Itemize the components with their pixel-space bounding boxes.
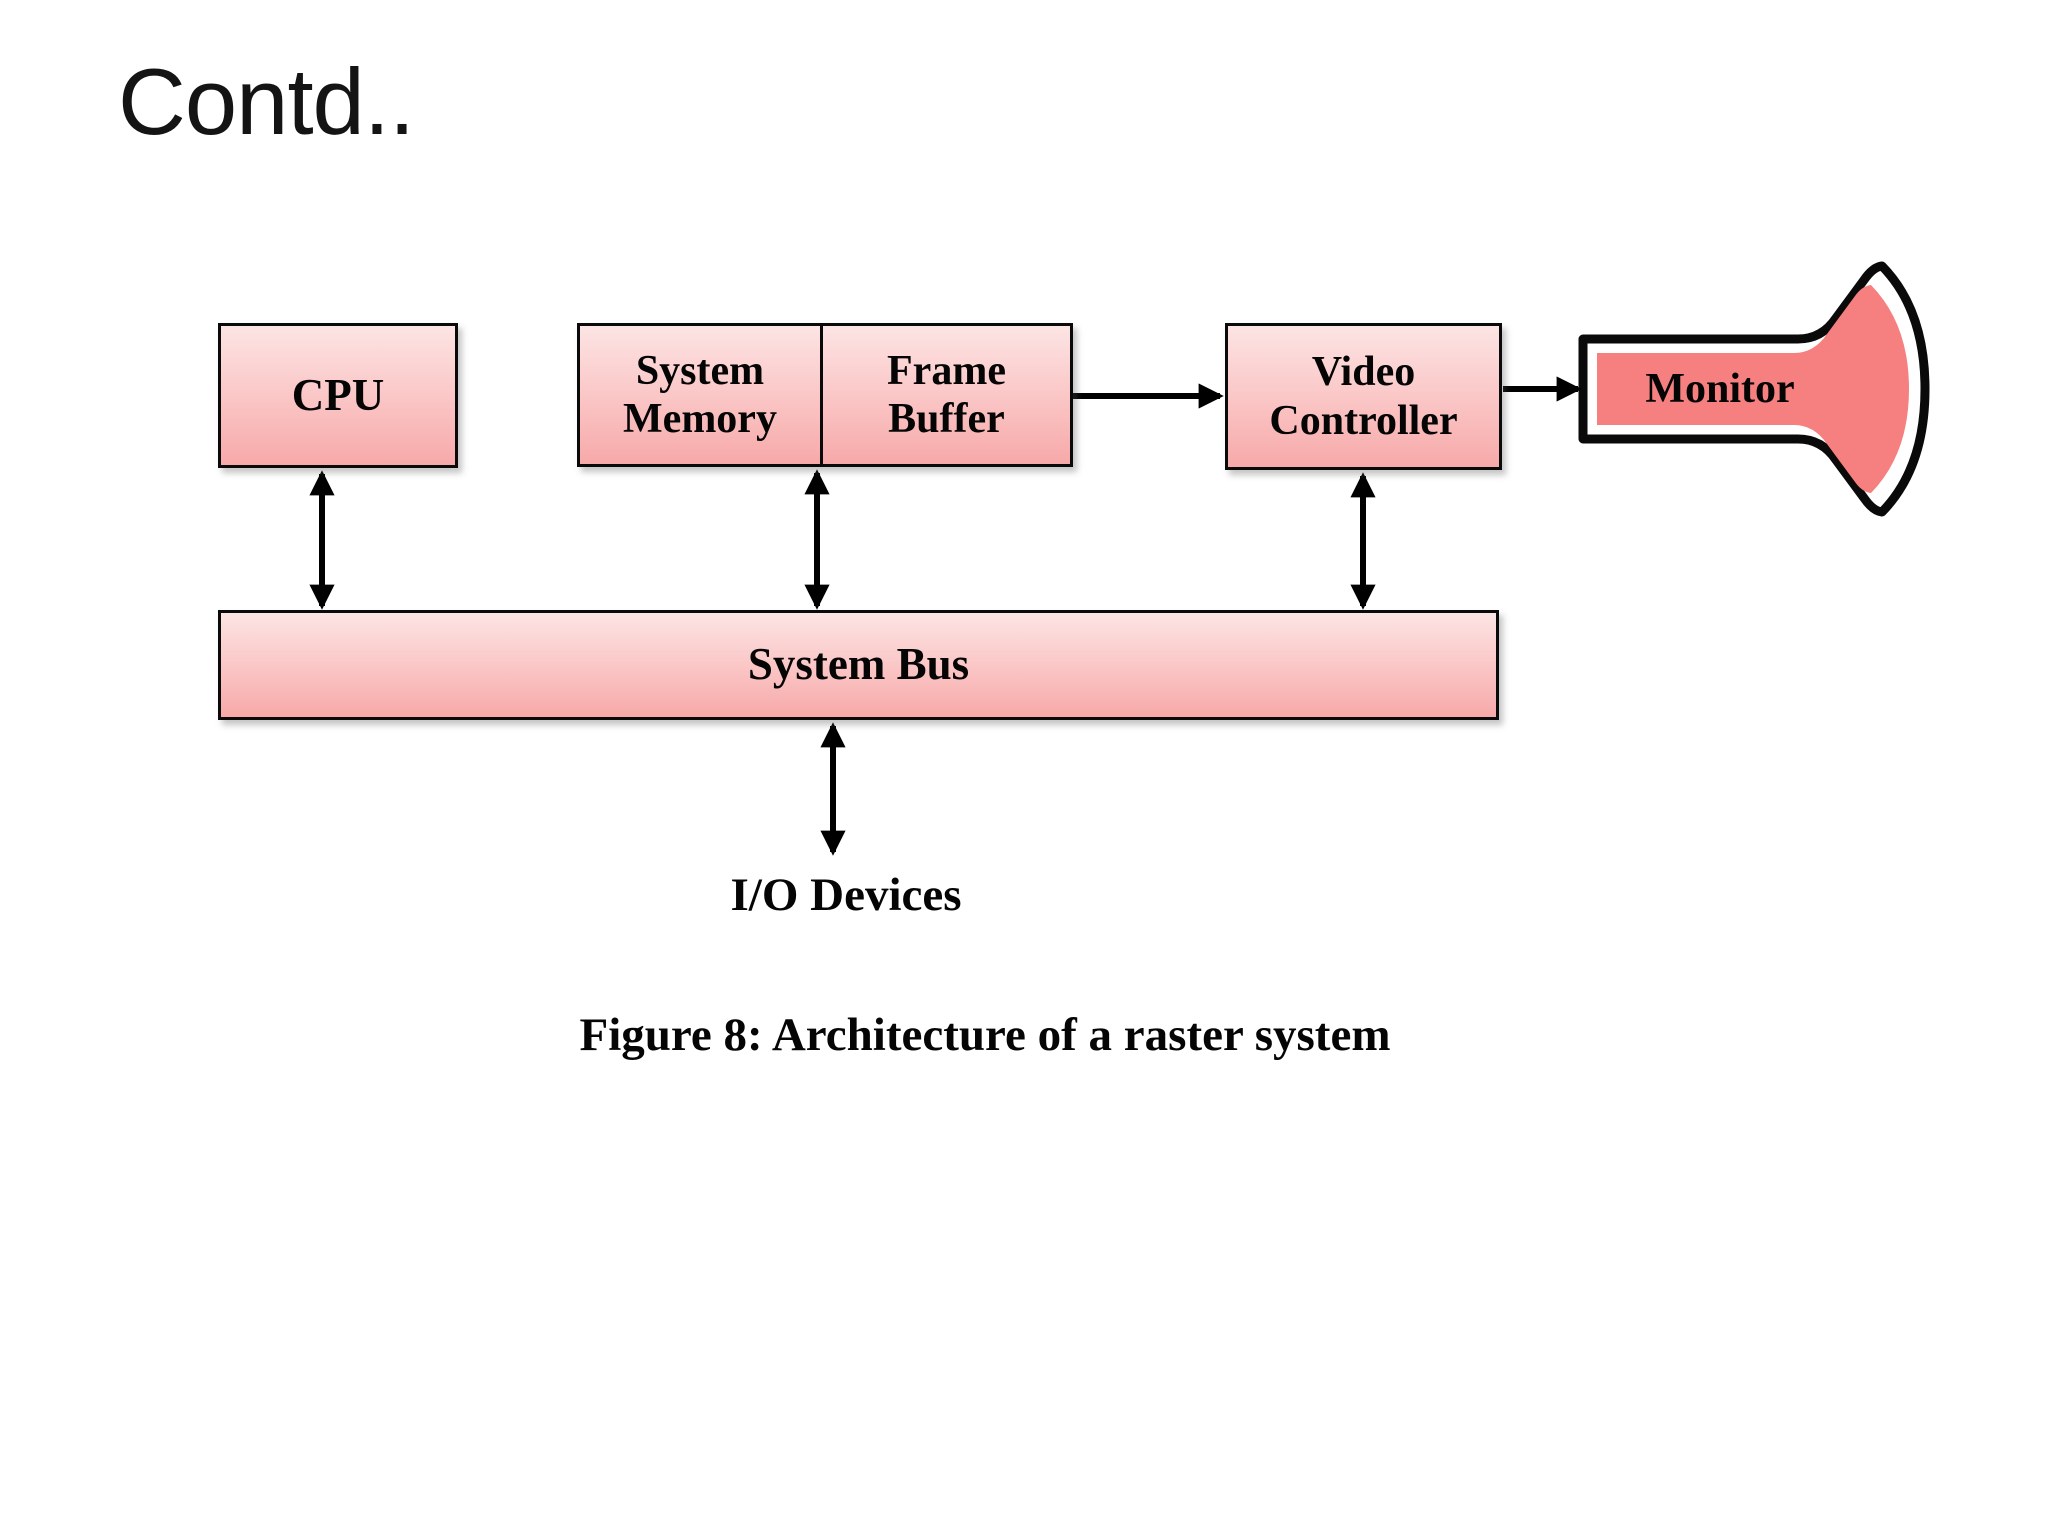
cpu-box: CPU	[218, 323, 458, 468]
memory-box: System Memory Frame Buffer	[577, 323, 1073, 467]
frame-buffer-label: Frame Buffer	[887, 347, 1006, 442]
system-bus-box: System Bus	[218, 610, 1499, 720]
system-bus-label: System Bus	[747, 639, 970, 690]
system-memory-cell: System Memory	[580, 326, 820, 464]
monitor-fill	[1597, 285, 1909, 493]
video-controller-box: Video Controller	[1225, 323, 1502, 470]
system-memory-label: System Memory	[623, 347, 777, 442]
monitor-label: Monitor	[1645, 366, 1795, 412]
io-devices-label: I/O Devices	[730, 869, 962, 921]
crt-monitor-shape	[1578, 261, 1930, 517]
video-controller-label: Video Controller	[1269, 349, 1458, 444]
figure-caption: Figure 8: Architecture of a raster syste…	[579, 1009, 1391, 1061]
cpu-label: CPU	[291, 369, 385, 420]
slide-title: Contd..	[118, 49, 415, 154]
frame-buffer-cell: Frame Buffer	[820, 326, 1070, 464]
